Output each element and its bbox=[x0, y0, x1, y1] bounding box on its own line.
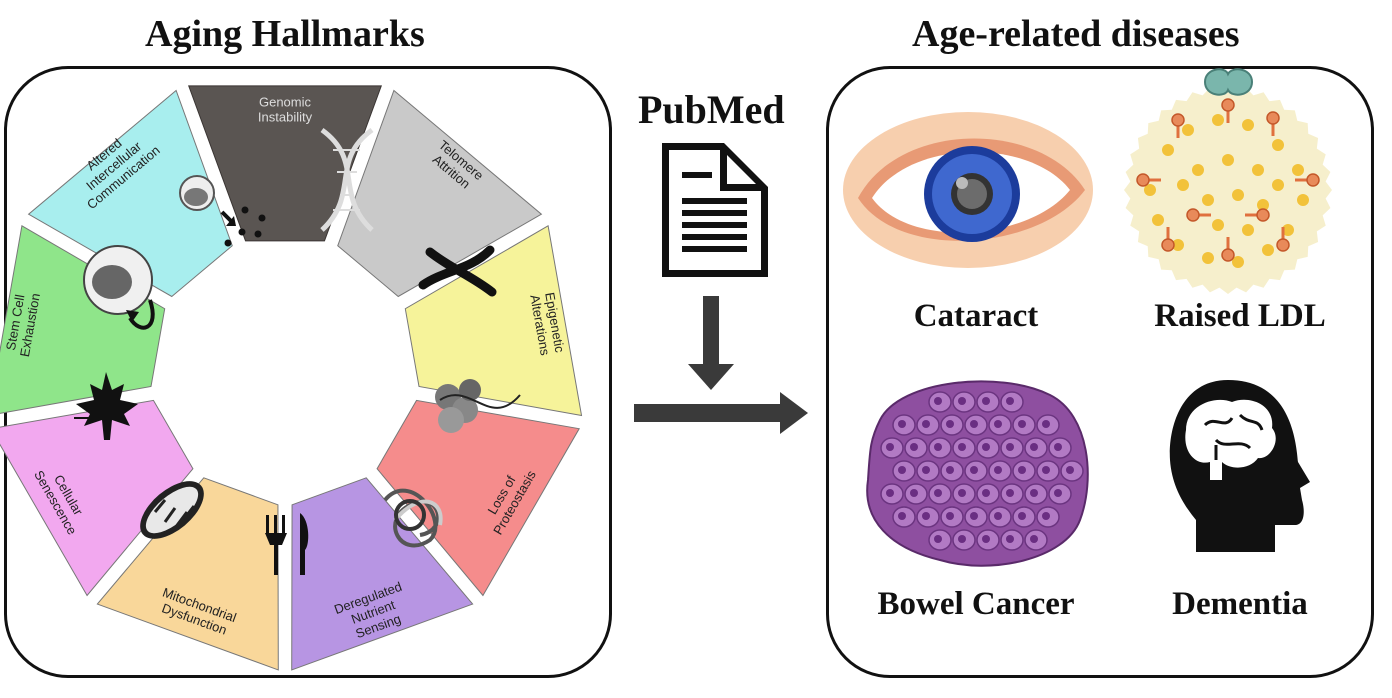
disease-label-bowel-cancer: Bowel Cancer bbox=[877, 586, 1075, 622]
brain-head-icon bbox=[1169, 380, 1310, 552]
chromosome-icon bbox=[418, 245, 497, 297]
disease-label-cataract: Cataract bbox=[913, 298, 1039, 334]
aging-hallmarks-title: Aging Hallmarks bbox=[145, 13, 425, 55]
stem-cell-icon bbox=[83, 245, 155, 330]
fork-knife-icon bbox=[265, 513, 309, 575]
age-related-diseases-title: Age-related diseases bbox=[912, 13, 1240, 55]
hallmark-segment-proteostasis: Loss ofProteostasis bbox=[376, 399, 580, 597]
cancer-cells-icon bbox=[866, 380, 1089, 567]
document-icon bbox=[662, 143, 768, 277]
hallmark-segment-nutrient: DeregulatedNutrientSensing bbox=[291, 477, 474, 671]
hallmark-segment-intercellular: AlteredIntercellularCommunication bbox=[27, 89, 233, 298]
lipoprotein-icon bbox=[1124, 68, 1332, 294]
hallmark-segment-epigenetic: EpigeneticAlterations bbox=[404, 225, 583, 417]
signaling-cell-icon bbox=[179, 175, 266, 247]
disease-label-dementia: Dementia bbox=[1172, 586, 1308, 622]
hallmark-label-nutrient: DeregulatedNutrientSensing bbox=[332, 579, 414, 646]
eye-icon bbox=[843, 112, 1093, 268]
hallmark-segment-telomere: TelomereAttrition bbox=[337, 89, 543, 298]
arrow-down-right-icon bbox=[634, 296, 808, 434]
nucleosome-icon bbox=[435, 379, 521, 433]
maple-leaf-icon bbox=[74, 372, 138, 440]
pubmed-title: PubMed bbox=[638, 87, 785, 132]
tangled-protein-icon bbox=[383, 488, 443, 548]
dna-icon bbox=[320, 127, 374, 232]
mitochondrion-icon bbox=[140, 481, 204, 539]
disease-label-raised-ldl: Raised LDL bbox=[1154, 298, 1326, 334]
hallmark-segment-mitochondrial: MitochondrialDysfunction bbox=[96, 477, 279, 671]
